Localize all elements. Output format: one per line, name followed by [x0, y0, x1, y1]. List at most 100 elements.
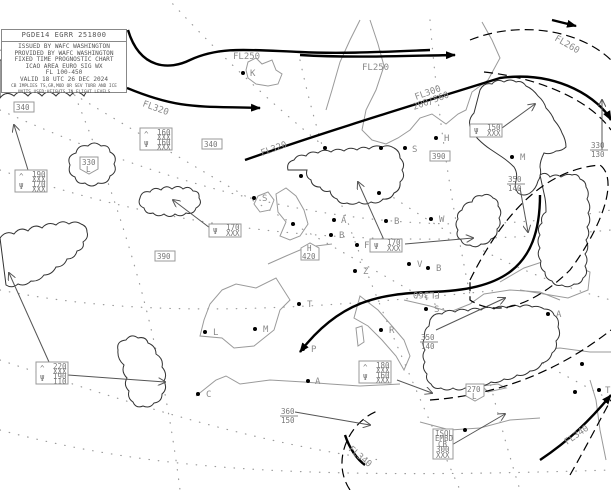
jet-label: FL360	[413, 289, 440, 299]
jet-label: FL320	[260, 140, 289, 159]
city-label: K	[250, 69, 256, 79]
hazard-box: ^ Ψ 160 XXX 160 XXX	[139, 127, 173, 152]
iceland	[245, 57, 283, 87]
icing-icon: Ψ	[40, 374, 45, 383]
hazard-box: ^ Ψ 220 XXX 190 110	[35, 361, 69, 386]
turb-area-east	[469, 164, 609, 309]
city-label: B	[394, 217, 399, 227]
city-label: H	[444, 134, 449, 144]
svg-text:XXX: XXX	[387, 244, 401, 253]
svg-text:XXX: XXX	[226, 229, 240, 238]
turb-area-africa	[341, 409, 381, 490]
turbulence-icon: ^	[40, 364, 45, 373]
svg-text:190: 190	[32, 170, 46, 179]
turbulence-icon: ^	[144, 130, 149, 139]
svg-text:220: 220	[53, 362, 67, 371]
city-label: B	[339, 231, 344, 241]
jet-fl300	[244, 75, 611, 162]
cb-area-atlantic-large	[0, 221, 88, 288]
cb-area-north-sea	[287, 145, 405, 205]
pressure-type: L	[472, 392, 477, 401]
jet-fl250-north	[126, 29, 431, 67]
balkans	[403, 289, 561, 313]
africa-north	[195, 375, 401, 397]
cyprus	[480, 383, 508, 393]
svg-text:XXX: XXX	[376, 366, 390, 375]
header-line: ISSUED BY WAFC WASHINGTON	[18, 43, 110, 50]
header-units: UNITS USED:HEIGHTS IN FLIGHT LEVELS	[17, 89, 111, 95]
black-sea	[499, 259, 591, 299]
icing-turb-boxes: ^ Ψ 190 XXX 170 XXX ^ Ψ 160 XXX 160 XXX …	[14, 123, 503, 460]
tropo-bottom: 140	[508, 184, 522, 193]
jet-fl250-east	[299, 51, 456, 60]
turb-area-north	[469, 29, 611, 61]
header-line: PROVIDED BY WAFC WASHINGTON	[14, 49, 114, 57]
cb-area-mediterranean	[422, 304, 561, 391]
hazard-box: Ψ 170 XXX	[369, 238, 403, 253]
svg-text:160: 160	[157, 138, 171, 147]
britain	[275, 187, 309, 241]
svg-text:XXX: XXX	[376, 376, 390, 385]
tropopause-value: 390	[432, 152, 446, 161]
tropo-bottom: 140	[421, 342, 435, 351]
jet-label: FL250	[362, 63, 389, 73]
city-label: A	[556, 310, 562, 320]
hazard-box: Ψ 150 XXX	[469, 123, 503, 138]
city-label: A	[341, 216, 347, 226]
turbulence-icon: ^	[19, 172, 24, 181]
tropo-top: 360	[281, 407, 295, 416]
icing-icon: Ψ	[144, 140, 149, 149]
cb-box: ISOL EMBD CB 300 XXX	[432, 428, 454, 460]
svg-text:XXX: XXX	[157, 143, 171, 152]
hazard-box: ^ Ψ 190 XXX 170 XXX	[14, 169, 48, 194]
ireland	[253, 191, 275, 213]
cb-areas	[0, 59, 591, 408]
city-label: W	[439, 215, 445, 225]
hazard-box: ^ Ψ 180 XXX 160 XXX	[358, 360, 392, 385]
svg-text:180: 180	[376, 361, 390, 370]
italy	[353, 295, 411, 372]
svg-text:XXX: XXX	[436, 451, 450, 460]
header-line: ICAO AREA EURO SIG WX	[25, 62, 103, 70]
svg-text:XXX: XXX	[53, 367, 67, 376]
city-label: F	[364, 241, 369, 251]
icing-icon: Ψ	[213, 227, 218, 236]
cb-area-portugal	[117, 335, 167, 408]
tropo-top: 350	[508, 175, 522, 184]
tropo-spots: 350 140 330 130 350 140 360 150	[280, 141, 608, 425]
pressure-type: H	[307, 244, 312, 253]
turb-area-eastmed	[429, 329, 611, 401]
sardinia	[355, 325, 365, 347]
svg-text:110: 110	[53, 377, 67, 386]
scand-west	[325, 19, 361, 111]
tropopause-value: 340	[16, 103, 30, 112]
icing-icon: Ψ	[474, 127, 479, 136]
cb-area-eastern-europe	[537, 172, 591, 288]
tropopause-value: 390	[157, 252, 171, 261]
iberia	[199, 277, 291, 349]
city-label: M	[520, 153, 526, 163]
city-label: M	[263, 325, 269, 335]
svg-text:CB: CB	[438, 440, 448, 449]
svg-text:160: 160	[376, 371, 390, 380]
pressure-type: L	[86, 165, 91, 174]
cb-area-baltic-east	[469, 79, 567, 196]
icing-icon: Ψ	[363, 373, 368, 382]
france-coast	[267, 243, 333, 265]
city-label: R	[389, 326, 395, 336]
city-label: T	[605, 386, 611, 396]
svg-text:170: 170	[32, 180, 46, 189]
header-line: FIXED TIME PROGNOSTIC CHART	[14, 56, 114, 64]
cb-area-poland	[455, 193, 502, 248]
city-label: P	[311, 345, 317, 355]
city-label: S	[262, 194, 267, 204]
tropopause-value: 340	[204, 140, 218, 149]
city-label: V	[417, 260, 423, 270]
svg-text:170: 170	[387, 238, 401, 247]
turbulence-icon: ^	[363, 363, 368, 372]
pressure-value: 330	[82, 158, 96, 167]
jet-fl320	[126, 86, 261, 112]
pressure-value: 270	[467, 385, 481, 394]
header-note: CB IMPLIES TS,GR,MOD OR SEV TURB AND ICE	[11, 83, 117, 89]
